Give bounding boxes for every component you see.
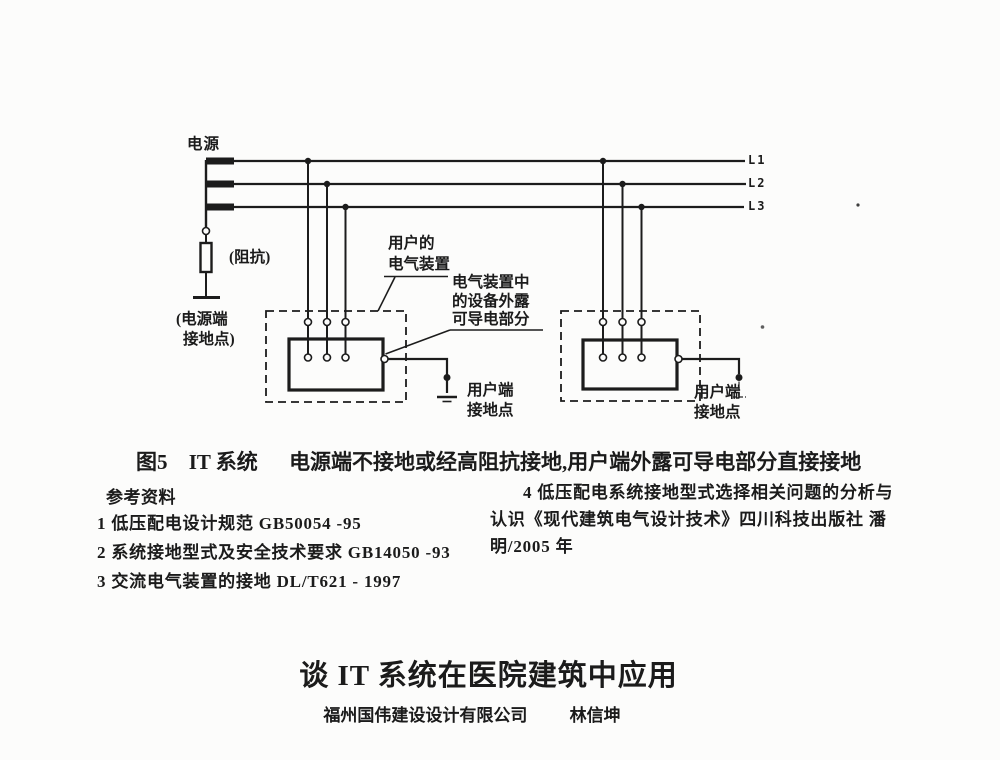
pe-conductor-left: [388, 357, 449, 393]
source-ground-label-line1: (电源端: [176, 311, 228, 328]
figure-system-name: IT 系统: [188, 450, 258, 474]
user-ground-label-left-line1: 用户端: [467, 382, 514, 399]
user-ground-label-left: 用户端 接地点: [467, 381, 514, 421]
equipment-box-right: [581, 338, 679, 391]
reference-item-4-line3: 明/2005 年: [490, 537, 574, 556]
exposed-parts-label: 电气装置中 的设备外露 可导电部分: [452, 274, 530, 330]
figure-caption-text: 电源端不接地或经高阻抗接地,用户端外露可导电部分直接接地: [289, 450, 862, 474]
impedance-resistor: [199, 241, 213, 274]
reference-item-1: 1 低压配电设计规范 GB50054 -95: [97, 514, 362, 533]
source-neutral-terminal: [201, 226, 211, 236]
phase-label-l1: L1: [748, 153, 767, 167]
user-installation-label-line1: 用户的: [388, 235, 435, 252]
equipment-terminals-left: [303, 353, 389, 364]
bus-junction-dots-right: [599, 157, 645, 211]
reference-item-3: 3 交流电气装置的接地 DL/T621 - 1997: [97, 572, 402, 591]
earth-terminal-right: [735, 374, 743, 381]
phase-bus-lines: [234, 159, 746, 209]
installation-left: [265, 157, 457, 403]
user-ground-label-left-line2: 接地点: [467, 402, 514, 419]
installation-boundary-right: [560, 310, 701, 402]
boundary-terminals-right: [598, 317, 646, 327]
power-source-symbol: [204, 157, 234, 228]
scan-speckles: [760, 203, 860, 329]
reference-item-4-line2: 认识《现代建筑电气设计技术》四川科技出版社 潘: [490, 510, 887, 529]
phase-label-l3: L3: [748, 199, 767, 213]
equipment-box-left: [287, 337, 385, 392]
user-ground-label-right-line1: 用户端: [694, 384, 741, 401]
circuit-diagram: [193, 157, 860, 403]
power-source-label: 电源: [187, 136, 221, 153]
user-ground-label-right-line2: 接地点: [694, 404, 741, 421]
impedance-label: (阻抗): [229, 249, 271, 266]
equipment-terminals-right: [598, 353, 683, 364]
user-ground-label-right: 用户端 接地点: [694, 383, 741, 423]
boundary-terminals-left: [303, 317, 350, 327]
user-installation-label-line2: 电气装置: [388, 256, 451, 273]
ground-symbol-right: [733, 381, 746, 398]
article-byline: 福州国伟建设设计有限公司 林信坤: [0, 701, 1000, 726]
exposed-parts-label-line3: 可导电部分: [452, 311, 530, 328]
user-installation-label: 用户的 电气装置: [388, 233, 450, 275]
callout-lines: [377, 275, 543, 355]
pe-conductor-right: [682, 357, 741, 374]
figure-number: 图5: [136, 450, 168, 474]
exposed-parts-label-line1: 电气装置中: [452, 274, 530, 291]
earth-terminal-left: [443, 374, 451, 381]
reference-item-4-line1: 4 低压配电系统接地型式选择相关问题的分析与: [523, 483, 894, 502]
exposed-parts-label-line2: 的设备外露: [452, 292, 530, 310]
article-affiliation: 福州国伟建设设计有限公司: [323, 706, 528, 725]
phase-label-l2: L2: [748, 176, 767, 190]
installation-boundary-left: [265, 310, 407, 403]
source-ground-label-line2: 接地点): [183, 331, 235, 348]
reference-item-2: 2 系统接地型式及安全技术要求 GB14050 -93: [97, 543, 451, 562]
bus-junction-dots-left: [304, 157, 349, 211]
ground-symbol-left: [437, 395, 457, 403]
references-heading: 参考资料: [106, 488, 176, 507]
impedance-branch: [193, 226, 220, 299]
source-ground-label: (电源端 接地点): [176, 310, 235, 350]
article-author: 林信坤: [569, 706, 621, 725]
article-title: 谈 IT 系统在医院建筑中应用: [299, 660, 678, 692]
figure-caption: 图5 IT 系统 电源端不接地或经高阻抗接地,用户端外露可导电部分直接接地: [136, 446, 861, 476]
installation-right: [560, 157, 746, 402]
